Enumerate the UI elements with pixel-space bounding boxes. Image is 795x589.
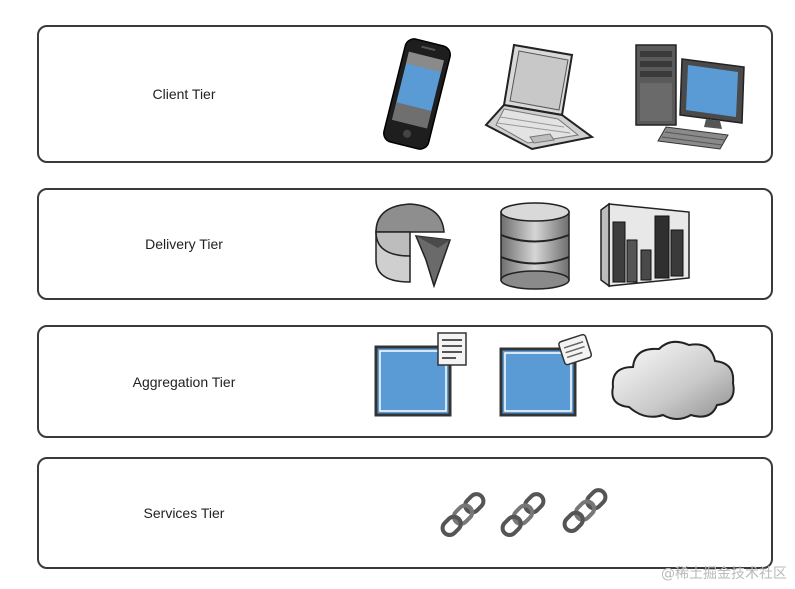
bar-chart-icon: [600, 202, 690, 288]
client-tier-box: Client Tier: [37, 25, 773, 163]
desktop-computer-icon: [635, 44, 745, 150]
watermark: @稀土掘金技术社区: [661, 566, 787, 582]
laptop-icon: [484, 43, 595, 151]
chain-link-icon: [500, 492, 546, 538]
pie-chart-icon: [375, 203, 452, 289]
window-script-icon: [499, 333, 593, 417]
chain-link-icon: [562, 488, 608, 534]
services-tier-label: Services Tier: [143, 505, 225, 521]
aggregation-tier-label: Aggregation Tier: [132, 373, 236, 390]
delivery-tier-label: Delivery Tier: [145, 236, 223, 252]
client-tier-label: Client Tier: [152, 86, 216, 102]
chain-link-icon: [440, 492, 486, 538]
cloud-icon: [611, 340, 735, 420]
database-icon: [500, 202, 570, 290]
aggregation-tier-box: Aggregation Tier: [37, 325, 773, 438]
window-document-icon: [374, 332, 467, 417]
services-tier-box: Services Tier: [37, 457, 773, 569]
delivery-tier-box: Delivery Tier: [37, 188, 773, 300]
smartphone-icon: [383, 38, 451, 150]
